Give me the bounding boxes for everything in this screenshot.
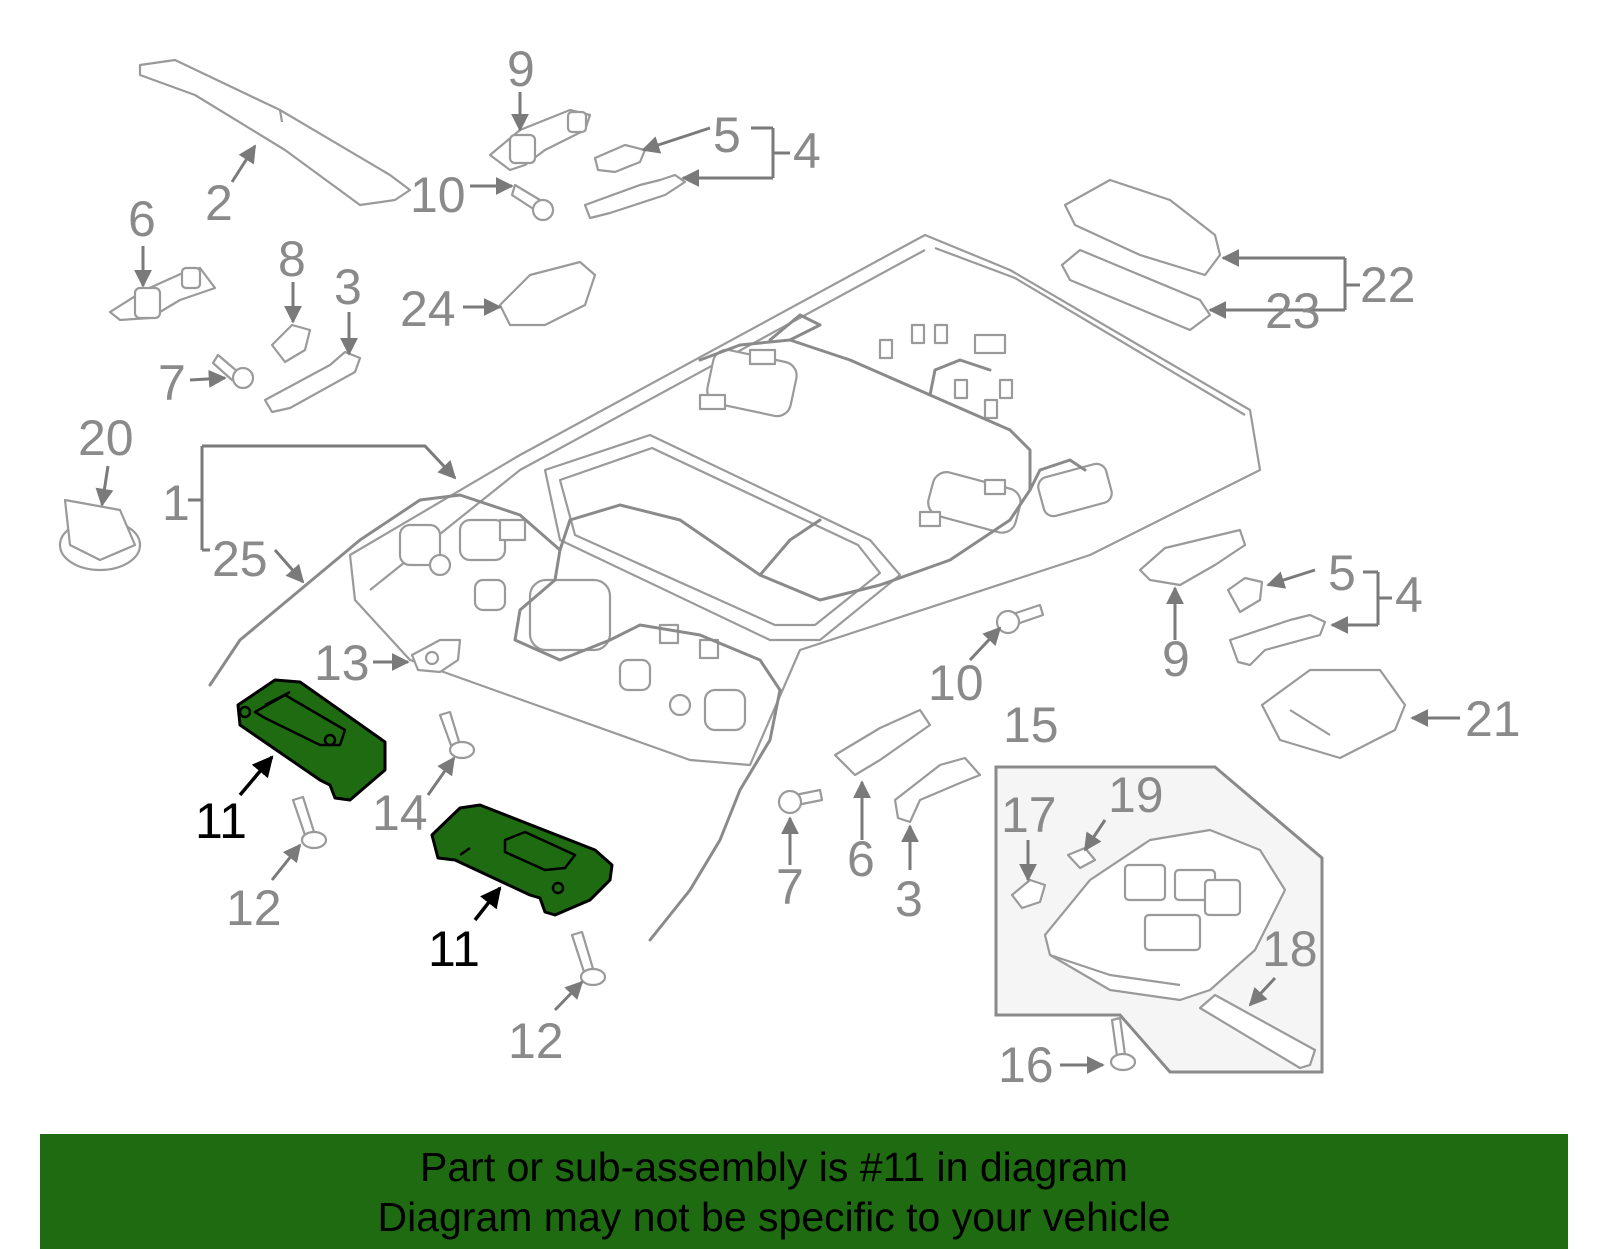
footer-banner: Part or sub-assembly is #11 in diagram D… (40, 1134, 1568, 1249)
callout-4-right: 4 (1395, 567, 1423, 623)
footer-line-2: Diagram may not be specific to your vehi… (377, 1194, 1171, 1240)
callout-5-top: 5 (713, 107, 741, 163)
bolt-part-7-right (777, 788, 824, 815)
grab-handle-part-3-left (263, 350, 362, 414)
callout-23: 23 (1265, 283, 1321, 339)
lamp-part-24 (498, 260, 597, 327)
callout-21: 21 (1465, 691, 1521, 747)
callout-9-top: 9 (507, 41, 535, 97)
cover-part-5-top (593, 143, 647, 174)
callout-20: 20 (78, 410, 134, 466)
callout-11-left: 11 (195, 793, 247, 849)
sun-visor-part-11-left[interactable] (236, 678, 387, 802)
callout-14: 14 (372, 785, 428, 841)
lens-part-17 (1010, 878, 1047, 910)
cover-part-5-right (1226, 576, 1264, 614)
wire-harness-part-25 (208, 313, 1087, 942)
callout-19: 19 (1108, 767, 1164, 823)
callout-10-top: 10 (410, 167, 466, 223)
headliner-part-1 (348, 233, 1262, 767)
footer-line-1: Part or sub-assembly is #11 in diagram (420, 1144, 1128, 1190)
callout-3-right: 3 (895, 871, 923, 927)
bracket-part-9-top (488, 108, 592, 172)
callout-15: 15 (1003, 697, 1059, 753)
trim-strip-part-2 (138, 58, 412, 207)
callout-7-left: 7 (158, 355, 186, 411)
clip-part-13 (410, 638, 462, 674)
leader-lines (95, 92, 1460, 1074)
grab-handle-part-4-right (1228, 613, 1327, 667)
cover-part-8 (270, 323, 312, 364)
console-part-22-23 (1060, 178, 1222, 332)
console-part-21 (1260, 668, 1407, 760)
screw-part-12-left (291, 795, 328, 850)
callout-25: 25 (212, 531, 268, 587)
callout-1: 1 (162, 475, 190, 531)
callout-24: 24 (400, 281, 456, 337)
bolt-part-7-left (211, 353, 255, 390)
callout-11-right: 11 (428, 921, 480, 977)
callout-22: 22 (1360, 257, 1416, 313)
callout-18: 18 (1262, 921, 1318, 977)
screw-part-16 (1109, 1016, 1137, 1072)
grab-handle-part-3-right (893, 756, 982, 824)
callout-12-right: 12 (508, 1013, 564, 1069)
sun-visor-part-11-right[interactable] (430, 803, 614, 917)
callout-9-right: 9 (1162, 631, 1190, 687)
callout-6-left: 6 (128, 191, 156, 247)
screw-part-14 (438, 710, 476, 760)
bracket-part-6-left (108, 266, 217, 322)
screw-part-12-right (570, 930, 607, 987)
roof-clips (498, 323, 1014, 660)
callout-17: 17 (1001, 787, 1057, 843)
bolt-part-10-top (510, 183, 555, 222)
callout-6-right: 6 (847, 831, 875, 887)
grab-handle-part-4-top (583, 173, 687, 220)
callout-7-right: 7 (776, 859, 804, 915)
bracket-part-6-right (833, 708, 932, 777)
callout-2: 2 (205, 175, 233, 231)
trim-part-18 (1198, 993, 1317, 1070)
callout-12-left: 12 (226, 880, 282, 936)
callout-labels: 9 5 4 10 2 6 8 3 24 7 20 1 25 22 23 5 4 … (78, 41, 1521, 1093)
callout-13: 13 (314, 635, 370, 691)
callout-8: 8 (278, 231, 306, 287)
bracket-part-9-right (1138, 528, 1247, 587)
callout-16: 16 (998, 1037, 1054, 1093)
callout-3-left: 3 (334, 259, 362, 315)
bolt-part-10-right (995, 603, 1045, 635)
callout-5-right: 5 (1328, 545, 1356, 601)
callout-4-top: 4 (793, 123, 821, 179)
speaker-part-20 (58, 498, 142, 572)
callout-10-right: 10 (928, 655, 984, 711)
cover-part-19 (1066, 846, 1097, 870)
overhead-console-box-15 (994, 765, 1324, 1074)
